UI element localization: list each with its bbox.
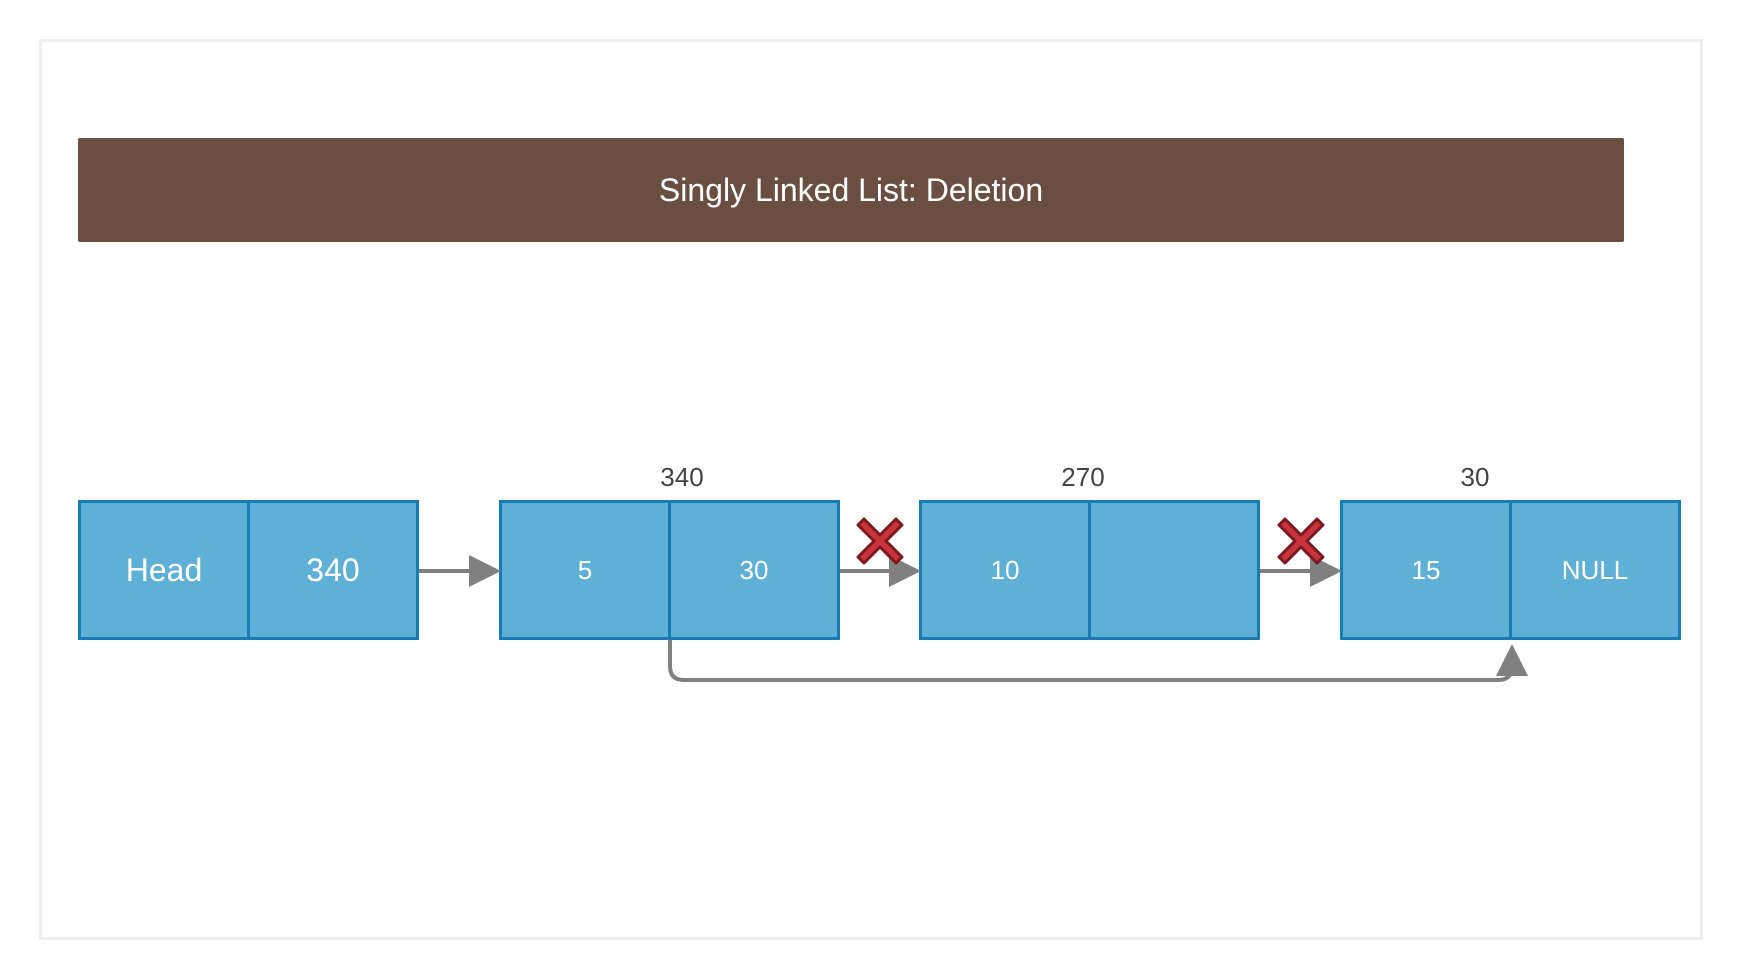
head-pointer: 340 xyxy=(247,503,416,637)
delete-x-icon xyxy=(1277,517,1325,565)
node-1: 5 30 xyxy=(499,500,840,640)
node-2-next xyxy=(1088,503,1257,637)
node-3-value: 15 xyxy=(1411,554,1441,585)
node-1-value: 5 xyxy=(577,554,593,585)
node-3-next: NULL xyxy=(1509,503,1678,637)
node-2-address: 270 xyxy=(1061,462,1105,492)
node-1-address: 340 xyxy=(660,462,704,492)
head-node: Head 340 xyxy=(78,500,419,640)
bypass-arrow-node-1-to-node-3 xyxy=(668,640,1528,682)
node-3: 15 NULL xyxy=(1340,500,1681,640)
node-2: 10 xyxy=(919,500,1260,640)
head-label: Head xyxy=(125,551,203,588)
diagram-title: Singly Linked List: Deletion xyxy=(658,171,1044,208)
node-2-value: 10 xyxy=(990,554,1020,585)
diagram-title-banner: Singly Linked List: Deletion xyxy=(78,138,1624,242)
node-3-address: 30 xyxy=(1460,462,1490,492)
node-1-next: 30 xyxy=(668,503,837,637)
delete-x-icon xyxy=(856,517,904,565)
